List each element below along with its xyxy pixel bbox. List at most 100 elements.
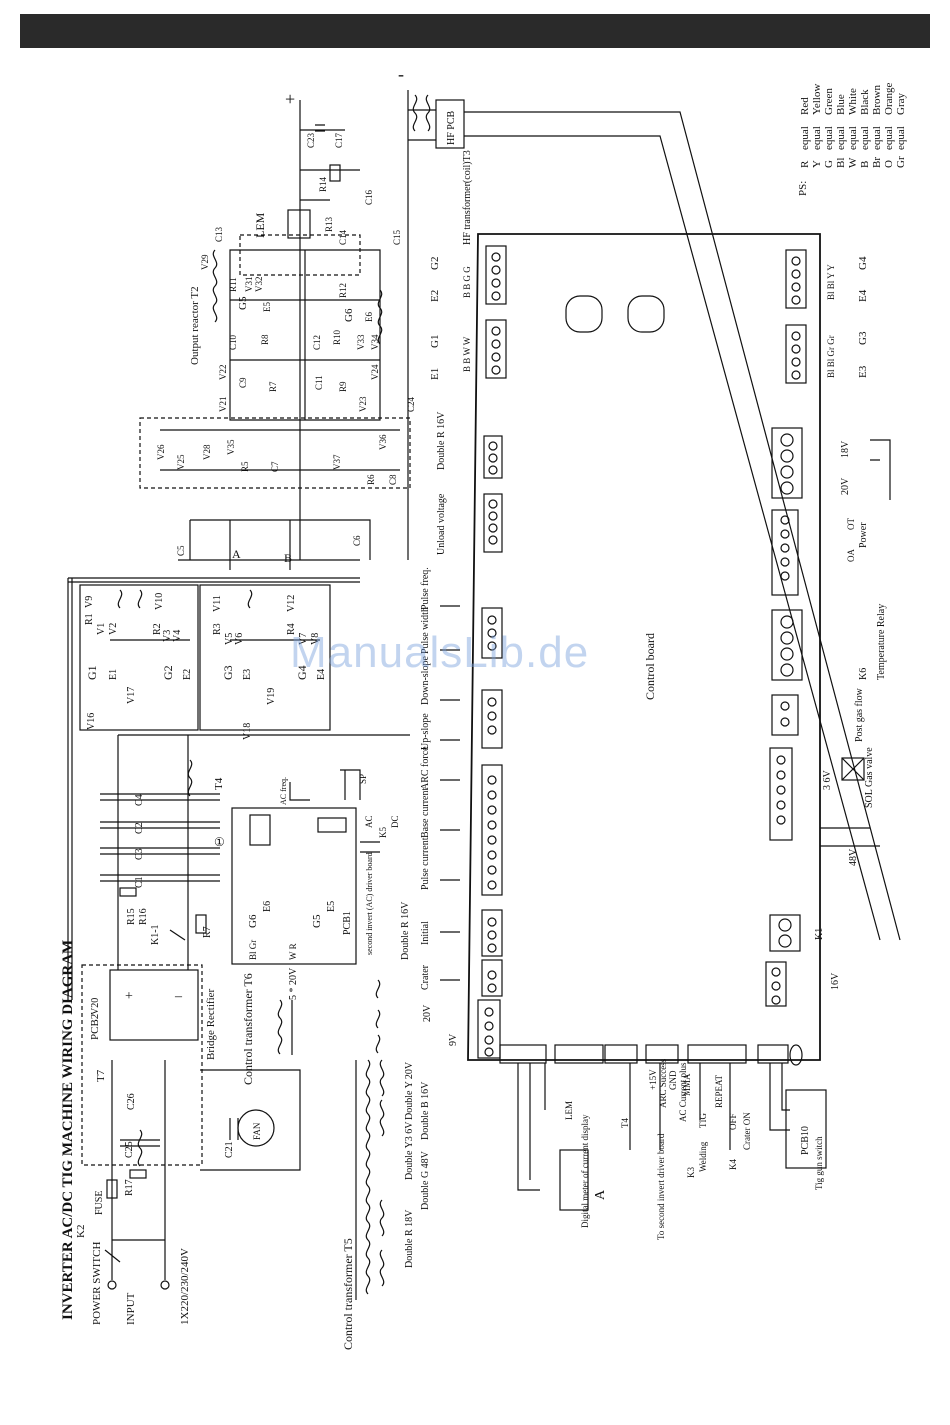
rectifier-minus: – bbox=[174, 989, 183, 1004]
label-v24: V24 bbox=[370, 364, 380, 380]
legend-color-green: Green bbox=[823, 88, 835, 115]
label-v4: V4 bbox=[172, 630, 183, 642]
label-v1: V1 bbox=[96, 623, 107, 635]
label-t5-tap-g48: Double G 48V bbox=[420, 1150, 431, 1210]
label-fan: FAN bbox=[252, 1122, 262, 1140]
label-c11: C11 bbox=[314, 375, 324, 390]
label-pcb2: PCB2 bbox=[89, 1014, 101, 1040]
label-v8: V8 bbox=[310, 633, 321, 645]
label-v11: V11 bbox=[212, 595, 223, 612]
label-v3: V3 bbox=[162, 630, 173, 642]
label-c7: C7 bbox=[270, 461, 280, 472]
legend-code-g: G bbox=[823, 160, 835, 168]
label-v35: V35 bbox=[226, 439, 236, 455]
label-t5-tap-r18: Double R 18V bbox=[404, 1209, 415, 1268]
label-pcb1-g5: G5 bbox=[311, 914, 323, 928]
label-c23: C23 bbox=[306, 132, 316, 148]
label-t5-tap-y36: Double Y3 6V bbox=[404, 1121, 415, 1180]
legend-colors: Red Yellow Green Blue White Black Brown … bbox=[799, 83, 907, 115]
label-v20: V20 bbox=[90, 998, 101, 1015]
bus-capacitors: C1 C3 C2 C4 bbox=[100, 793, 220, 888]
label-tig: TIG bbox=[698, 1113, 708, 1128]
label-double-r-16v: Double R 16V bbox=[436, 411, 447, 470]
label-k2: K2 bbox=[75, 1225, 87, 1238]
label-r10: R10 bbox=[332, 329, 342, 345]
legend-word-y: equal bbox=[811, 126, 823, 150]
label-c17: C17 bbox=[334, 132, 344, 148]
label-pcb1-ac-freq: AC freq. bbox=[279, 777, 288, 805]
label-pcb1-dc: DC bbox=[390, 815, 400, 828]
label-node-b: B bbox=[284, 551, 292, 565]
label-sol: SOL Gas valve bbox=[864, 747, 875, 808]
label-c6: C6 bbox=[352, 535, 362, 546]
label-pcb10: PCB10 bbox=[800, 1126, 811, 1155]
label-v21: V21 bbox=[218, 397, 228, 413]
label-e2-left: E2 bbox=[182, 669, 193, 680]
legend-code-bl: Bl bbox=[835, 158, 847, 168]
label-g2: G2 bbox=[429, 257, 441, 270]
label-r7b: R7 bbox=[268, 381, 278, 392]
legend-code-w: W bbox=[847, 157, 859, 168]
label-v7: V7 bbox=[298, 633, 309, 645]
label-post-gas: Post gas flow bbox=[854, 687, 865, 742]
rectifier-plus: + bbox=[125, 989, 133, 1004]
hf-pcb-box bbox=[435, 99, 465, 149]
label-pcb1-e5: E5 bbox=[326, 901, 337, 912]
legend-code-br: Br bbox=[871, 157, 883, 168]
label-pulse-current: Pulse current bbox=[420, 837, 431, 890]
label-v10: V10 bbox=[154, 593, 165, 610]
label-crater: Crater bbox=[420, 964, 431, 990]
label-18v: 18V bbox=[840, 440, 851, 458]
label-fuse: FUSE bbox=[94, 1191, 105, 1215]
label-v22: V22 bbox=[218, 365, 228, 381]
label-bridge-rectifier: Bridge Rectifier bbox=[205, 988, 217, 1060]
label-pcb1-k5: K5 bbox=[378, 827, 388, 838]
legend-word-br: equal bbox=[871, 126, 883, 150]
legend-words: equal equal equal equal equal equal equa… bbox=[799, 126, 907, 150]
label-c15: C15 bbox=[392, 229, 402, 245]
legend-code-gr: Gr bbox=[895, 156, 907, 168]
label-g1: G1 bbox=[429, 335, 441, 348]
label-t5: Control transformer T5 bbox=[341, 1238, 355, 1350]
label-base-current: Base current bbox=[420, 788, 431, 838]
label-digital-meter: Digital meter of current display bbox=[580, 1114, 590, 1228]
conn-g1-colors: B B W W bbox=[462, 336, 472, 372]
label-minus: - bbox=[398, 64, 404, 84]
label-input: INPUT bbox=[125, 1292, 137, 1325]
label-v12: V12 bbox=[286, 595, 297, 612]
label-v29: V29 bbox=[200, 254, 210, 270]
label-mma: MMA bbox=[682, 1073, 692, 1096]
conn-g2-colors: B B G G bbox=[462, 266, 472, 298]
label-v25: V25 bbox=[176, 454, 186, 470]
label-e4-left: E4 bbox=[316, 669, 327, 680]
label-ac-current-plus: AC Current plus bbox=[678, 1062, 688, 1122]
label-power-switch: POWER SWITCH bbox=[91, 1242, 103, 1325]
label-r5: R5 bbox=[240, 461, 250, 472]
label-input-voltage: 1X220/230/240V bbox=[179, 1248, 191, 1325]
label-temp-relay: Temperature Relay bbox=[876, 604, 887, 680]
label-c14: C14 bbox=[338, 229, 348, 245]
label-tig-switch: Tig gun switch bbox=[814, 1136, 824, 1190]
label-r7: R7 bbox=[202, 926, 213, 938]
label-pcb1: PCB1 bbox=[342, 911, 353, 935]
diagram-title: INVERTER AC/DC TIG MACHINE WIRING DIAGRA… bbox=[60, 940, 76, 1320]
legend-prefix: PS: bbox=[797, 181, 809, 196]
label-hf-pcb: HF PCB bbox=[446, 110, 457, 145]
label-3-6v: 3 6V bbox=[822, 770, 833, 791]
label-g2-left: G2 bbox=[161, 665, 175, 680]
label-arc-force: ARC force bbox=[420, 746, 431, 790]
label-v37: V37 bbox=[332, 454, 342, 470]
label-welding: Welding bbox=[698, 1141, 708, 1172]
legend-word-w: equal bbox=[847, 126, 859, 150]
label-k6: K6 bbox=[858, 668, 869, 680]
label-oa: OA bbox=[846, 549, 856, 562]
label-v18: V18 bbox=[242, 723, 253, 740]
label-e1: E1 bbox=[429, 368, 441, 380]
color-legend: PS: R Y G Bl W B Br O Gr equal equal equ… bbox=[797, 83, 907, 196]
label-48v: 48V bbox=[848, 848, 859, 866]
label-plus15: +15V bbox=[648, 1069, 658, 1090]
label-20v: 20V bbox=[840, 477, 851, 495]
control-board: Control board E1 G1 E2 G2 B B W W B B G … bbox=[400, 233, 887, 1240]
